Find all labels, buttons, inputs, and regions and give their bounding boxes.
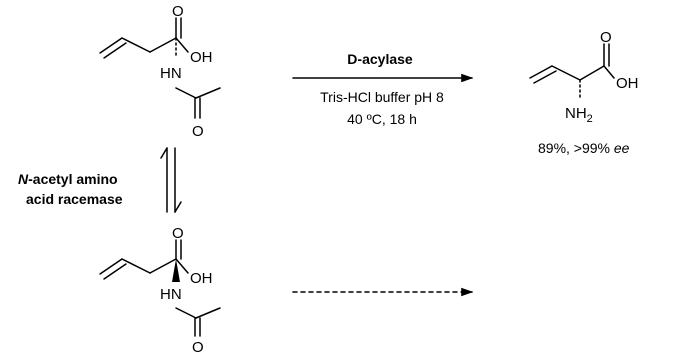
yield-ee-label: 89%, >99% ee — [538, 140, 630, 156]
carbonyl-oxygen-label: O — [600, 29, 612, 46]
l-n-acetyl-allylglycine: O OH HN O — [99, 225, 221, 354]
wedge-bond — [172, 259, 180, 282]
d-n-acetyl-allylglycine: O OH HN O — [99, 3, 221, 140]
amide-nh-label: HN — [160, 286, 182, 303]
amide-oxygen-label: O — [192, 123, 204, 140]
d-allylglycine-product: O OH NH2 — [529, 29, 639, 125]
temperature-time: 40 ºC, 18 h — [347, 111, 417, 127]
hydroxyl-label: OH — [616, 75, 639, 92]
hydroxyl-label: OH — [190, 49, 213, 66]
carbonyl-oxygen-label: O — [172, 225, 184, 242]
racemase-equilibrium-arrows — [160, 147, 182, 213]
racemase-label-line2: acid racemase — [26, 191, 123, 207]
amide-nh-label: HN — [160, 65, 182, 82]
amine-label: NH2 — [565, 105, 593, 125]
hydroxyl-label: OH — [190, 270, 213, 287]
buffer-conditions: Tris-HCl buffer pH 8 — [320, 89, 444, 105]
enzyme-label: D-acylase — [347, 51, 413, 67]
carbonyl-oxygen-label: O — [172, 3, 184, 20]
racemase-label-line1: N-acetyl amino — [18, 171, 118, 187]
amide-oxygen-label: O — [192, 339, 204, 354]
